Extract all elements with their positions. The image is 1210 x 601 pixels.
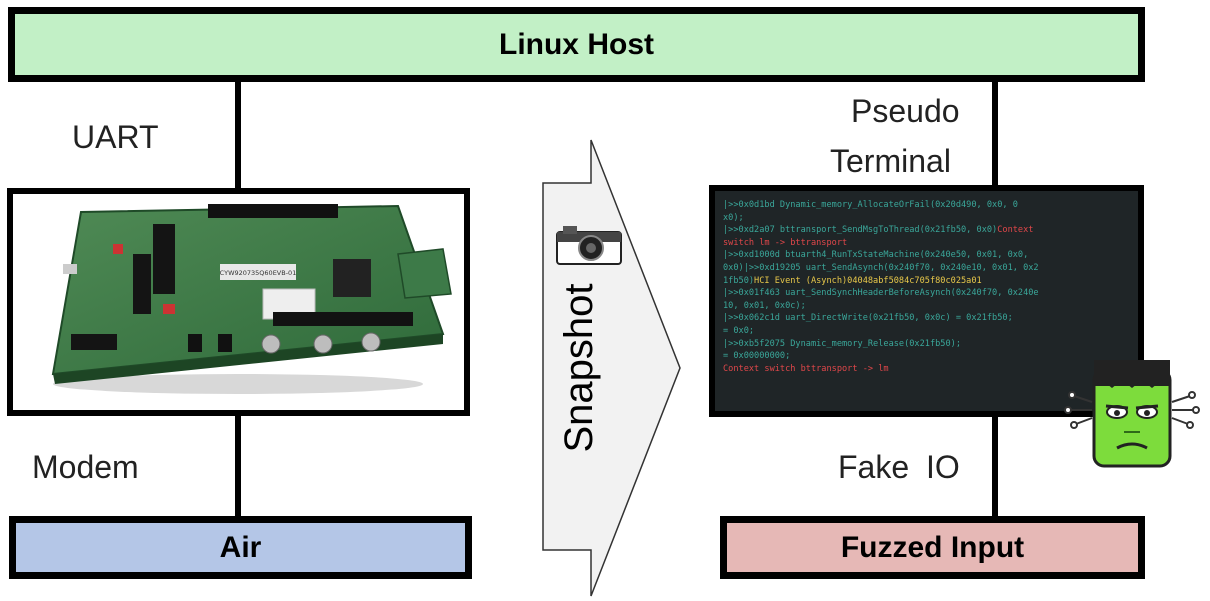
snapshot-arrow: Snapshot	[542, 139, 681, 597]
uart-label: UART	[72, 119, 159, 155]
camera-icon	[556, 226, 622, 265]
uart-connector	[235, 82, 241, 188]
terminal-line-text: switch lm -> bttransport	[723, 237, 848, 248]
terminal-line: |>>0xd1000d btuarth4_RunTxStateMachine(0…	[723, 249, 1130, 262]
air-box: Air	[9, 516, 472, 579]
frankenstein-icon	[1064, 360, 1200, 468]
terminal-line: Context switch bttransport -> lm	[723, 363, 1130, 376]
terminal-line: |>>0x0d1bd Dynamic_memory_AllocateOrFail…	[723, 199, 1130, 212]
board-illustration: CYW920735Q60EVB-01	[51, 204, 452, 394]
terminal-line-text: = 0x0;	[723, 325, 755, 336]
terminal-line-text: = 0x00000000;	[723, 351, 791, 362]
terminal-window: |>>0x0d1bd Dynamic_memory_AllocateOrFail…	[709, 185, 1144, 417]
terminal-line: x0);	[723, 212, 1130, 225]
dev-board-photo: CYW920735Q60EVB-01	[7, 188, 470, 416]
terminal-line: = 0x00000000;	[723, 350, 1130, 363]
linux-host-box: Linux Host	[8, 7, 1145, 82]
terminal-line: |>>0xd2a07 bttransport_SendMsgToThread(0…	[723, 224, 1130, 237]
fake-io-connector	[992, 417, 998, 516]
terminal-line: 0x0)|>>0xd19205 uart_SendAsynch(0x240f70…	[723, 262, 1130, 275]
fake-io-label: Fake IO	[838, 449, 960, 485]
pseudo-terminal-connector	[992, 82, 998, 185]
snapshot-label: Snapshot	[557, 283, 601, 452]
modem-label: Modem	[32, 449, 139, 485]
terminal-line-text: 1fb50)	[723, 275, 755, 286]
pseudo-label: Pseudo	[851, 93, 960, 129]
terminal-line: 10, 0x01, 0x0c);	[723, 300, 1130, 313]
terminal-line: 1fb50)HCI Event (Asynch)04048abf5084c705…	[723, 275, 1130, 288]
terminal-line-text: Context switch bttransport -> lm	[723, 363, 889, 374]
terminal-line: |>>0x01f463 uart_SendSynchHeaderBeforeAs…	[723, 287, 1130, 300]
terminal-line-highlight: HCI Event (Asynch)04048abf5084c705f80c02…	[754, 275, 982, 286]
terminal-line-text: |>>0x062c1d uart_DirectWrite(0x21fb50, 0…	[723, 313, 1013, 324]
terminal-line: |>>0x062c1d uart_DirectWrite(0x21fb50, 0…	[723, 312, 1130, 325]
terminal-line: switch lm -> bttransport	[723, 237, 1130, 250]
terminal-line: = 0x0;	[723, 325, 1130, 338]
fuzzed-input-label: Fuzzed Input	[840, 530, 1025, 564]
terminal-line-text: 10, 0x01, 0x0c);	[723, 300, 806, 311]
terminal-line-text: |>>0xd2a07 bttransport_SendMsgToThread(0…	[723, 225, 998, 236]
fuzzed-input-box: Fuzzed Input	[720, 516, 1145, 579]
terminal-line-text: |>>0xb5f2075 Dynamic_memory_Release(0x21…	[723, 338, 961, 349]
air-label: Air	[219, 530, 262, 564]
modem-connector	[235, 416, 241, 516]
board-part-label: CYW920735Q60EVB-01	[220, 269, 297, 277]
terminal-line-text: |>>0x0d1bd Dynamic_memory_AllocateOrFail…	[723, 200, 1018, 210]
terminal-line-text: x0);	[723, 212, 744, 223]
terminal-line: |>>0xb5f2075 Dynamic_memory_Release(0x21…	[723, 338, 1130, 351]
linux-host-label: Linux Host	[499, 27, 654, 61]
terminal-line-highlight: Context	[997, 225, 1034, 236]
terminal-line-text: 0x0)|>>0xd19205 uart_SendAsynch(0x240f70…	[723, 262, 1039, 273]
terminal-label: Terminal	[830, 143, 951, 179]
terminal-line-text: |>>0xd1000d btuarth4_RunTxStateMachine(0…	[723, 250, 1029, 261]
terminal-line-text: |>>0x01f463 uart_SendSynchHeaderBeforeAs…	[723, 288, 1039, 299]
